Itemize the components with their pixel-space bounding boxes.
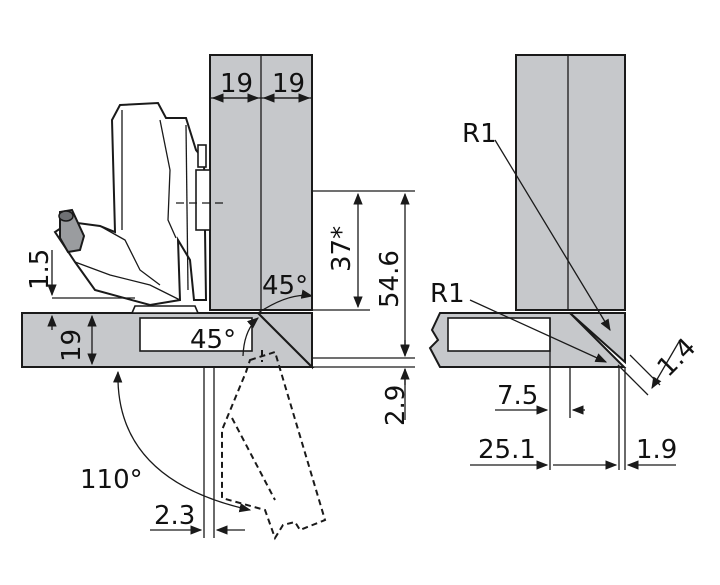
angle-45-inner: 45°: [190, 325, 236, 355]
left-view: 19 19 37* 54.6 2.9 1.5 19 45° 45° 110°: [21, 54, 415, 541]
angle-110: 110°: [80, 465, 143, 495]
hinge-arm: [53, 101, 208, 307]
dim-25-1: 25.1: [478, 435, 536, 465]
left-bevel-piece: [255, 312, 313, 370]
dim-1-5: 1.5: [25, 249, 55, 290]
dim-7-5: 7.5: [497, 381, 538, 411]
dim-2-9: 2.9: [381, 385, 411, 426]
dim-2-3: 2.3: [154, 501, 195, 531]
dim-37: 37*: [327, 226, 357, 272]
angle-45-top: 45°: [262, 271, 308, 301]
dim-54-6: 54.6: [375, 250, 405, 308]
right-door-panel: [515, 54, 626, 311]
dim-19-side: 19: [57, 329, 87, 362]
dim-19-a: 19: [220, 69, 253, 99]
open-door-outline: [221, 350, 327, 541]
dim-1-9: 1.9: [636, 435, 677, 465]
radius-r1-top: R1: [462, 119, 497, 149]
cup-recess: [139, 317, 253, 352]
radius-r1-mid: R1: [430, 279, 465, 309]
dim-19-b: 19: [272, 69, 305, 99]
right-view: R1 R1 1.4 7.5 25.1 1.9: [428, 54, 702, 470]
